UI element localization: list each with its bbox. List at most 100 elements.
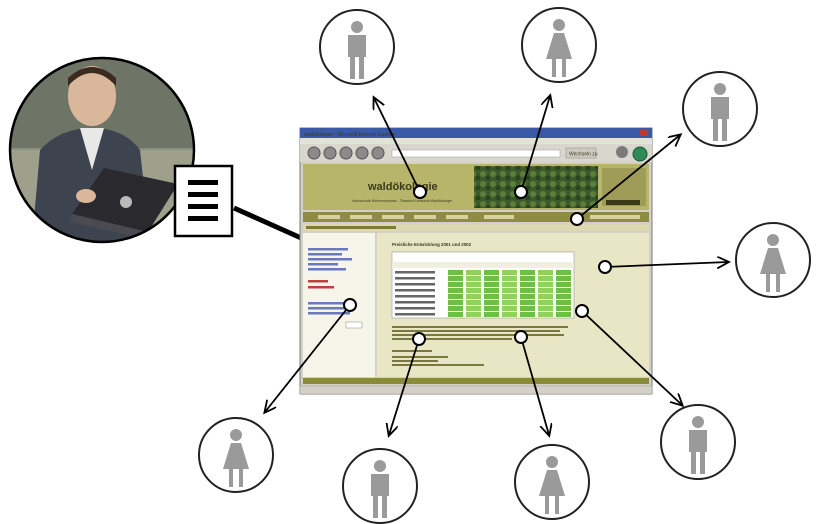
table-cell	[484, 276, 499, 281]
connection-arrow	[581, 310, 682, 405]
table-cell	[556, 306, 571, 311]
table-cell	[520, 300, 535, 305]
table-cell	[484, 312, 499, 317]
nav-item[interactable]	[318, 215, 340, 219]
table-cell	[538, 270, 553, 275]
female-visitor-icon	[514, 444, 590, 520]
table-cell	[556, 276, 571, 281]
go-button[interactable]	[565, 147, 597, 159]
back-icon[interactable]	[307, 146, 321, 160]
table-cell	[448, 288, 463, 293]
refresh-icon[interactable]	[355, 146, 369, 160]
table-cell	[538, 276, 553, 281]
table-cell	[538, 294, 553, 299]
connection-arrow	[265, 304, 351, 412]
table-cell	[466, 288, 481, 293]
table-cell	[502, 270, 517, 275]
site-title: waldökologie	[367, 181, 438, 193]
male-visitor-icon	[660, 404, 736, 480]
nav-item[interactable]	[350, 215, 372, 219]
address-bar[interactable]	[391, 149, 561, 158]
female-visitor-icon	[521, 7, 597, 83]
table-cell	[484, 282, 499, 287]
table-cell	[502, 312, 517, 317]
connection-arrow	[520, 336, 549, 435]
male-visitor-icon	[342, 448, 418, 524]
table-cell	[448, 312, 463, 317]
connection-arrow	[520, 96, 550, 193]
document-icon	[173, 164, 234, 238]
distribution-arrows	[265, 96, 728, 435]
table-cell	[466, 282, 481, 287]
table-cell	[556, 300, 571, 305]
table-cell	[556, 288, 571, 293]
connection-arrow	[604, 262, 728, 267]
table-cell	[520, 312, 535, 317]
female-visitor-icon	[735, 222, 811, 298]
browser-window: waldökologie - Microsoft Internet Explor…	[299, 127, 653, 395]
table-cell	[520, 270, 535, 275]
nav-item[interactable]	[484, 215, 514, 219]
nav-item[interactable]	[446, 215, 468, 219]
nav-item[interactable]	[590, 215, 640, 219]
table-cell	[448, 270, 463, 275]
table-cell	[484, 270, 499, 275]
site-nav	[303, 212, 649, 222]
table-cell	[502, 276, 517, 281]
status-bar	[299, 385, 653, 395]
male-visitor-icon	[682, 71, 758, 147]
sidebar-button[interactable]	[345, 321, 363, 329]
table-cell	[502, 306, 517, 311]
table-cell	[448, 276, 463, 281]
table-cell	[502, 288, 517, 293]
site-subtitle: Hochschule Weihenstephan - Triesdorf Leh…	[352, 199, 452, 203]
browser-title: waldökologie - Microsoft Internet Explor…	[304, 132, 396, 138]
forest-image	[474, 166, 598, 208]
table-cell	[466, 306, 481, 311]
table-cell	[538, 288, 553, 293]
table-cell	[466, 312, 481, 317]
connection-node	[598, 260, 612, 274]
table-cell	[502, 300, 517, 305]
table-cell	[538, 282, 553, 287]
table-cell	[502, 294, 517, 299]
table-cell	[502, 282, 517, 287]
connection-arrow	[374, 98, 421, 193]
male-visitor-icon	[319, 9, 395, 85]
content-heading: Preisliche Entwicklung 2001 und 2002	[392, 242, 472, 247]
table-cell	[484, 294, 499, 299]
table-cell	[484, 306, 499, 311]
connection-node	[575, 304, 589, 318]
ie-logo-icon	[632, 146, 648, 162]
table-cell	[520, 306, 535, 311]
forward-icon[interactable]	[323, 146, 337, 160]
table-cell	[556, 312, 571, 317]
table-cell	[466, 300, 481, 305]
table-cell	[484, 300, 499, 305]
photo-frame	[8, 56, 196, 244]
table-cell	[556, 270, 571, 275]
connection-arrow	[576, 135, 680, 220]
svg-text:Wechseln zu: Wechseln zu	[569, 152, 598, 158]
table-cell	[538, 300, 553, 305]
nav-item[interactable]	[382, 215, 404, 219]
nav-item[interactable]	[414, 215, 436, 219]
home-icon[interactable]	[371, 146, 385, 160]
sidebar-links[interactable]	[308, 248, 352, 271]
table-cell	[556, 294, 571, 299]
search-icon[interactable]	[616, 146, 628, 158]
connection-node	[514, 185, 528, 199]
connection-node	[570, 212, 584, 226]
female-visitor-icon	[198, 417, 274, 493]
table-cell	[466, 276, 481, 281]
stop-icon[interactable]	[339, 146, 353, 160]
connection-node	[343, 298, 357, 312]
connection-arrow	[389, 338, 420, 435]
table-cell	[448, 300, 463, 305]
data-table	[391, 251, 575, 319]
table-cell	[448, 282, 463, 287]
close-icon[interactable]	[640, 130, 648, 136]
site-sidebar	[303, 233, 375, 377]
connection-node	[514, 330, 528, 344]
